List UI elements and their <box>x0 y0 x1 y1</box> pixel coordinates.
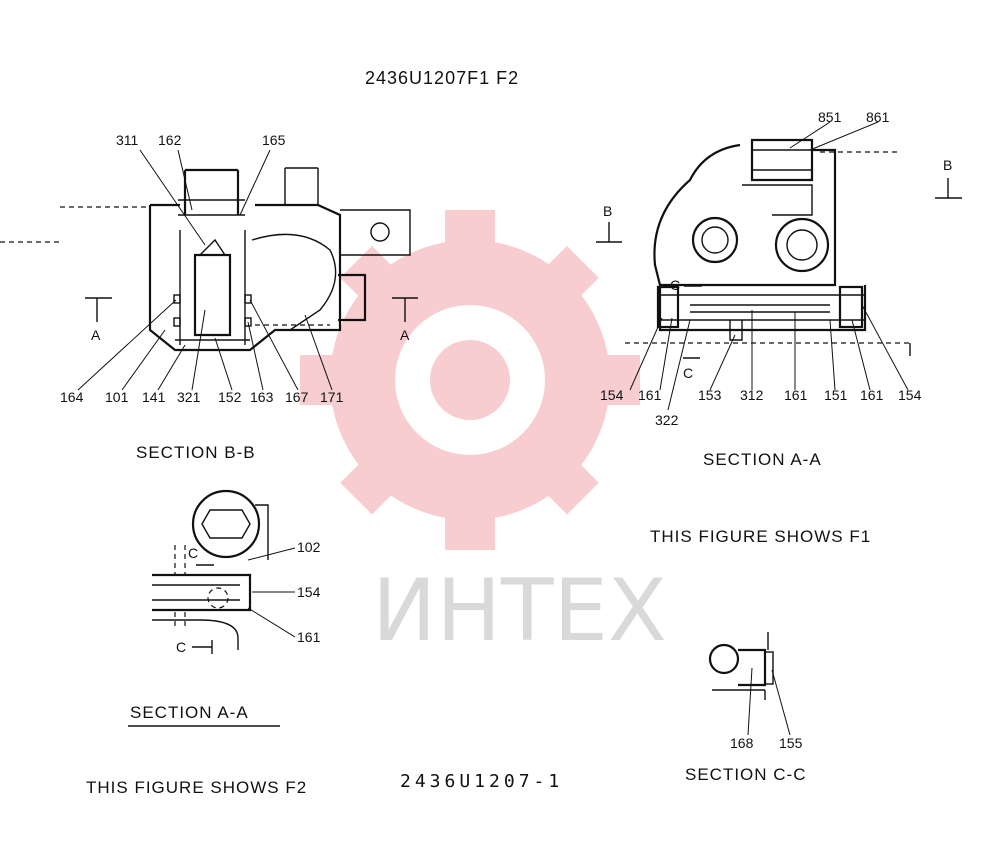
callout-162: 162 <box>158 132 182 148</box>
cut-mark-b-left: B <box>603 203 612 219</box>
section-aa-f2-note: THIS FIGURE SHOWS F2 <box>86 778 307 797</box>
callout-321: 321 <box>177 389 201 405</box>
cut-mark-a-left: A <box>91 327 101 343</box>
callout-861: 861 <box>866 109 890 125</box>
callout-154-f2: 154 <box>297 584 321 600</box>
cut-mark-a-right: A <box>400 327 410 343</box>
cut-mark-c-lower: C <box>683 365 693 381</box>
watermark-text: ИНТЕХ <box>372 561 667 661</box>
callout-152: 152 <box>218 389 242 405</box>
callout-151: 151 <box>824 387 848 403</box>
callout-161-right: 161 <box>860 387 884 403</box>
callout-163: 163 <box>250 389 274 405</box>
section-aa-f2-view: C C 102 154 161 SECTION A-A THIS FIGURE … <box>86 489 321 797</box>
callout-102: 102 <box>297 539 321 555</box>
callout-153: 153 <box>698 387 722 403</box>
section-aa-f1-view: B B C C 851 861 154 161 322 153 312 161 … <box>596 109 962 546</box>
callout-161-mid: 161 <box>784 387 808 403</box>
callout-171: 171 <box>320 389 344 405</box>
callout-312: 312 <box>740 387 764 403</box>
callout-161-left: 161 <box>638 387 662 403</box>
callout-154-left: 154 <box>600 387 624 403</box>
cut-mark-b-right: B <box>943 157 952 173</box>
callout-168: 168 <box>730 735 754 751</box>
sheet-title: 2436U1207F1 F2 <box>365 68 519 88</box>
callout-141: 141 <box>142 389 166 405</box>
drawing-number: 2436U1207-1 <box>400 771 563 792</box>
callout-167: 167 <box>285 389 309 405</box>
cut-mark-c-upper-f2: C <box>188 545 198 561</box>
callout-311: 311 <box>116 132 139 148</box>
section-bb-caption: SECTION B-B <box>136 443 256 462</box>
cut-mark-c-lower-f2: C <box>176 639 186 655</box>
section-aa-f2-caption: SECTION A-A <box>130 703 249 722</box>
section-bb-view: A A 311 162 165 164 101 141 321 152 163 … <box>0 132 418 462</box>
section-cc-caption: SECTION C-C <box>685 765 807 784</box>
cut-mark-c-upper: C <box>670 277 680 293</box>
callout-165: 165 <box>262 132 286 148</box>
callout-164: 164 <box>60 389 84 405</box>
callout-101: 101 <box>105 389 129 405</box>
section-cc-view: 168 155 SECTION C-C <box>685 632 807 784</box>
section-aa-f1-caption: SECTION A-A <box>703 450 822 469</box>
section-aa-f1-note: THIS FIGURE SHOWS F1 <box>650 527 871 546</box>
watermark-logo <box>300 210 640 550</box>
callout-851: 851 <box>818 109 842 125</box>
callout-155: 155 <box>779 735 803 751</box>
callout-154-right: 154 <box>898 387 922 403</box>
callout-322: 322 <box>655 412 679 428</box>
callout-161-f2: 161 <box>297 629 321 645</box>
